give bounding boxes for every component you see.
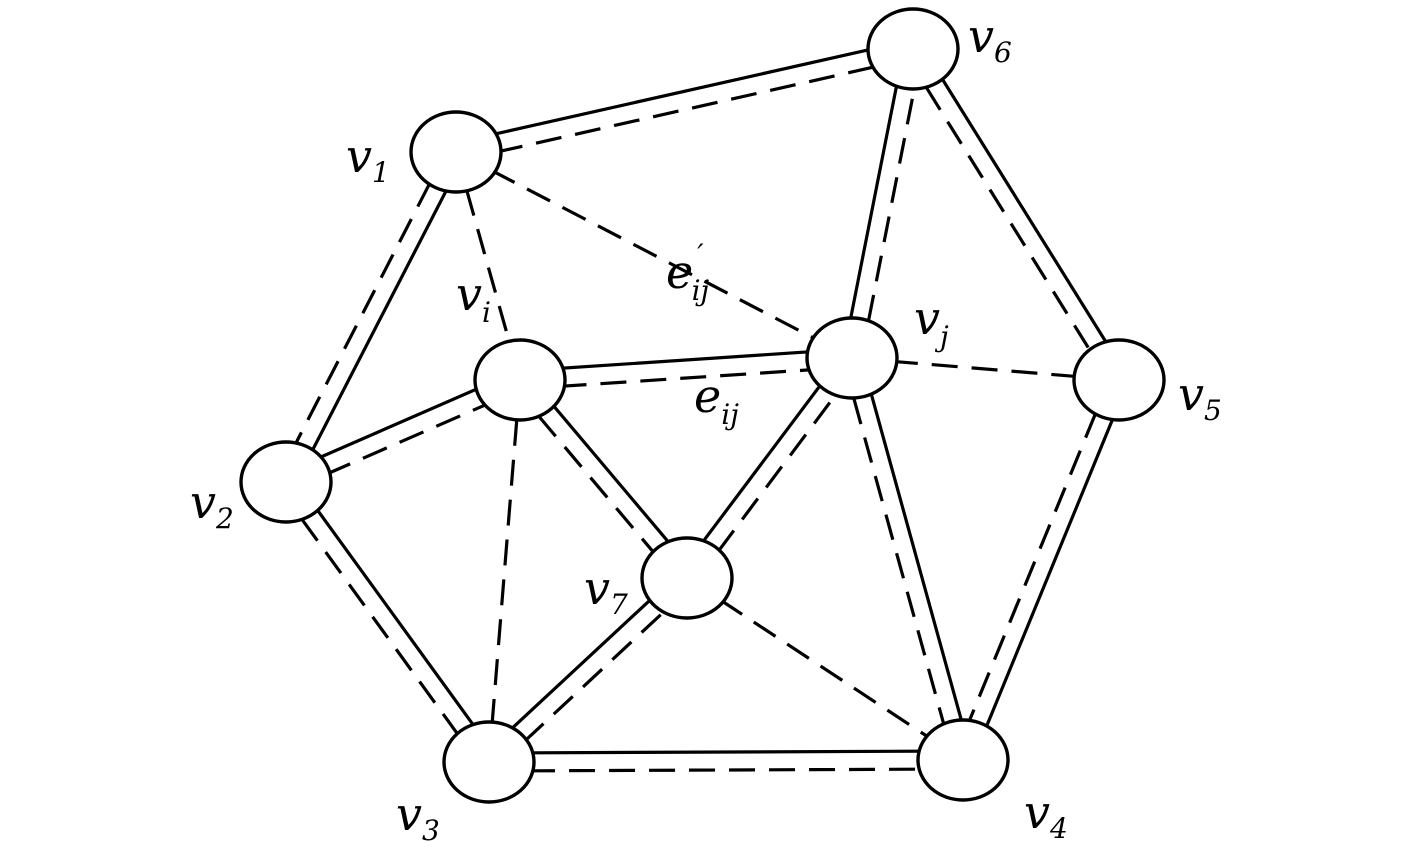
label-v5: v5: [1178, 367, 1222, 427]
solid-edge-v1-v6: [452, 38, 913, 145]
label-v1: v1: [346, 129, 390, 189]
label-vj: vj: [914, 291, 949, 353]
node-v2: [239, 440, 333, 524]
dashed-edge-v3-v7: [494, 583, 695, 770]
dashed-edge-v5-v4: [953, 375, 1113, 758]
solid-edge-v3-v4: [487, 749, 965, 755]
solid-edge-v1-v2: [292, 154, 466, 488]
solid-edge-v6-v5: [919, 42, 1129, 377]
solid-edge-vi-vj: [517, 347, 854, 373]
dashed-edge-v6-v5: [904, 52, 1113, 386]
label-v7: v7: [584, 561, 628, 621]
node-v6: [866, 7, 960, 91]
label-v3: v3: [396, 787, 440, 847]
node-vi: [473, 338, 567, 422]
dashed-edge-v7-vj: [692, 362, 861, 585]
dashed-edge-v1-v6: [457, 56, 916, 163]
solid-edge-v2-v3: [291, 475, 498, 759]
dashed-edge-v1-v2: [276, 147, 450, 479]
node-v1: [409, 110, 503, 194]
solid-edge-v3-v7: [481, 569, 683, 758]
nodes-layer: [239, 7, 1166, 804]
dashed-edge-v1-vj: [455, 150, 853, 360]
node-v3: [442, 720, 536, 804]
label-v2: v2: [190, 475, 234, 535]
dashed-edge-vj-v4: [841, 359, 956, 763]
node-vj: [805, 316, 899, 400]
solid-edge-v5-v4: [969, 381, 1129, 766]
label-edge-eij: eij: [694, 369, 739, 431]
label-edge-eij-prime: e′ij: [666, 238, 710, 307]
solid-edge-vj-v4: [859, 354, 974, 760]
dashed-edge-vi-vj: [520, 365, 853, 391]
label-v6: v6: [968, 9, 1012, 69]
node-v7: [640, 536, 734, 620]
dashed-edge-v3-v4: [489, 767, 964, 773]
label-vi: vi: [456, 267, 491, 329]
solid-edge-vj-v6: [841, 45, 906, 358]
label-v4: v4: [1024, 785, 1068, 845]
node-v4: [916, 718, 1010, 802]
solid-edge-v7-vj: [678, 351, 847, 575]
dashed-edge-vj-v6: [859, 50, 924, 361]
dashed-edge-v2-v3: [277, 486, 484, 769]
dashed-edge-vi-v3: [487, 379, 522, 763]
node-v5: [1072, 338, 1166, 422]
edges-layer: [276, 38, 1129, 773]
dashed-edge-v7-v4: [686, 576, 964, 762]
